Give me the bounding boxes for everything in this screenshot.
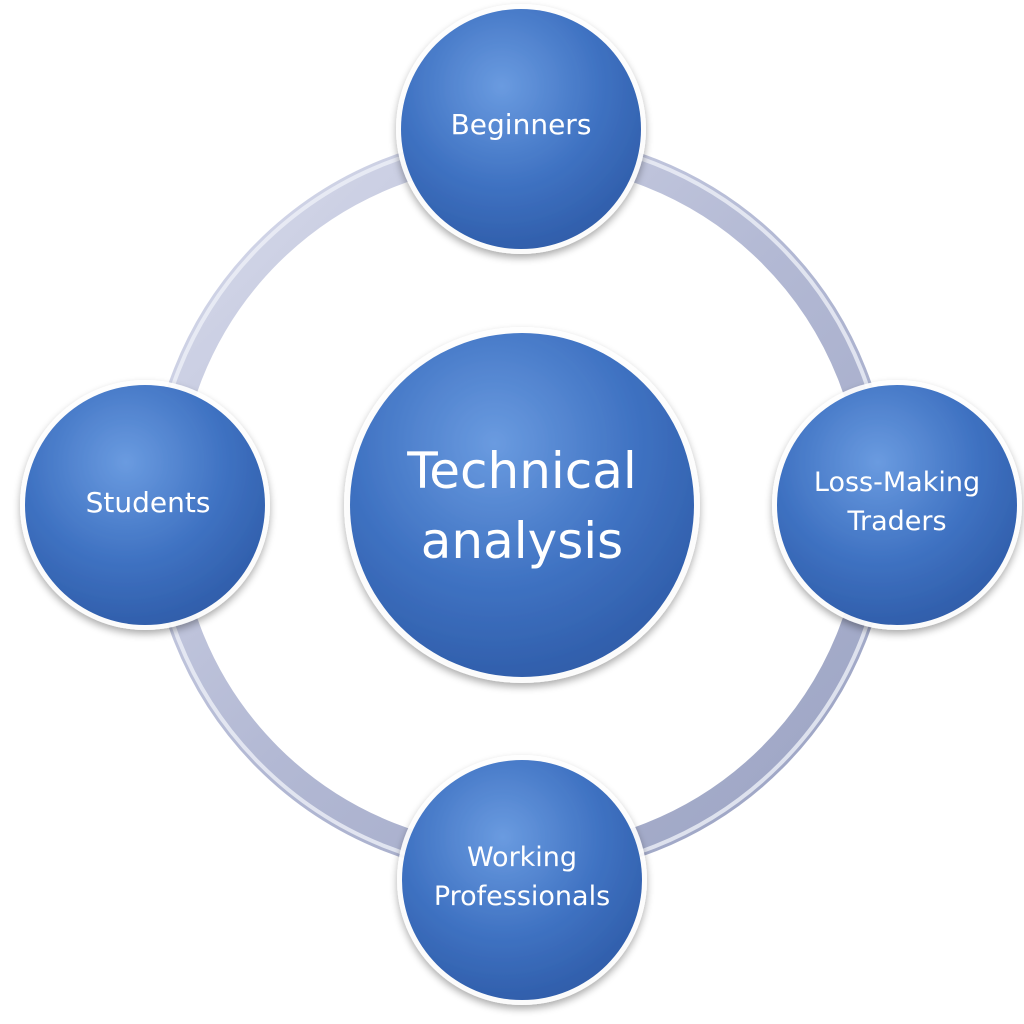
node-students-label: Students [86,486,211,519]
center-node-label-line2: analysis [421,512,623,570]
center-node[interactable]: Technical analysis [344,327,700,683]
node-working-professionals[interactable]: Working Professionals [397,755,647,1005]
node-loss-making-traders[interactable]: Loss-Making Traders [772,380,1022,630]
node-working-professionals-label-line1: Working [467,842,577,873]
node-beginners[interactable]: Beginners [396,4,646,254]
center-node-label-line1: Technical [406,442,637,500]
node-beginners-label: Beginners [451,108,592,141]
node-working-professionals-label-line2: Professionals [434,881,610,912]
node-loss-making-traders-label-line2: Traders [846,506,946,537]
node-loss-making-traders-label-line1: Loss-Making [814,467,980,498]
node-students[interactable]: Students [20,380,270,630]
